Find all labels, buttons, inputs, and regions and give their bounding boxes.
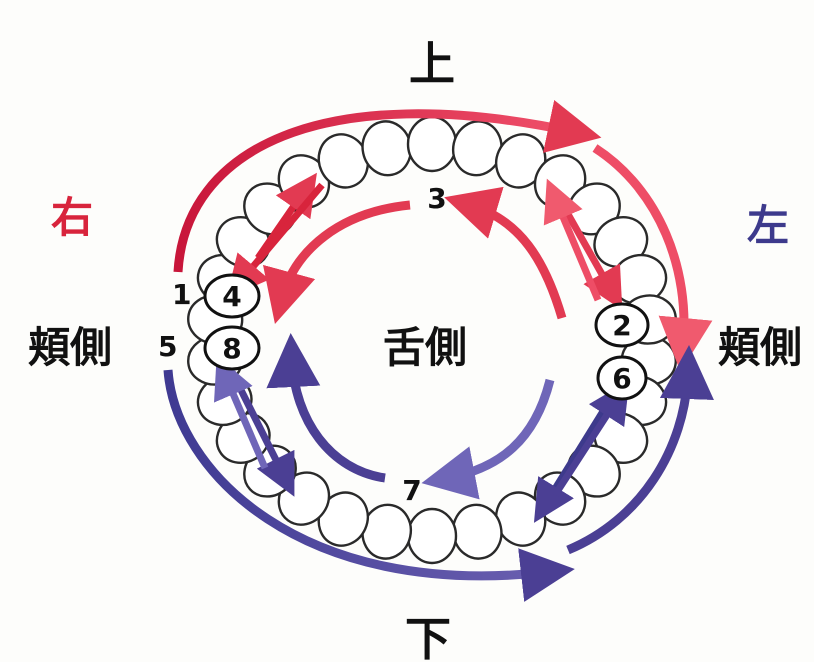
lower-buccal-arrow-1 bbox=[163, 369, 575, 602]
step-2-circle bbox=[594, 302, 650, 348]
step-6-circle bbox=[596, 355, 648, 401]
step-number-5: 5 bbox=[158, 330, 177, 363]
step-number-4: 4 bbox=[222, 280, 241, 313]
direction-right-side-label: 右 bbox=[51, 193, 93, 242]
direction-left-side-label: 左 bbox=[747, 201, 789, 250]
step-number-1: 1 bbox=[172, 278, 191, 311]
lower-lingual-arrow-right bbox=[266, 333, 386, 483]
step-number-2: 2 bbox=[612, 309, 631, 342]
upper-left-diagonal-arrow-b bbox=[543, 178, 602, 302]
step-number-3: 3 bbox=[427, 182, 446, 215]
lower-left-diagonal-arrow-b bbox=[552, 380, 630, 497]
upper-lingual-arrow-left bbox=[444, 186, 567, 320]
buccal-label-right: 頬側 bbox=[28, 323, 112, 372]
step-number-8: 8 bbox=[222, 332, 241, 365]
lingual-label: 舌側 bbox=[383, 323, 467, 372]
tooth-icon bbox=[406, 115, 458, 173]
lower-lingual-arrow-left bbox=[421, 378, 555, 500]
lower-buccal-arrow-2 bbox=[566, 345, 714, 555]
step-8-circle bbox=[203, 325, 261, 371]
step-4-circle bbox=[203, 273, 261, 319]
buccal-label-left: 頬側 bbox=[718, 323, 802, 372]
step-number-6: 6 bbox=[612, 362, 631, 395]
upper-lingual-arrow-right bbox=[263, 200, 411, 325]
upper-right-diagonal-arrow-b bbox=[226, 182, 325, 299]
upper-buccal-arrow-1 bbox=[173, 100, 602, 273]
tooth-icon bbox=[406, 507, 458, 565]
direction-top-label: 上 bbox=[409, 37, 455, 91]
upper-buccal-arrow-2 bbox=[592, 144, 713, 372]
lower-right-diagonal-arrow-b bbox=[214, 355, 269, 470]
step-number-7: 7 bbox=[402, 474, 421, 507]
direction-bottom-label: 下 bbox=[405, 612, 451, 662]
